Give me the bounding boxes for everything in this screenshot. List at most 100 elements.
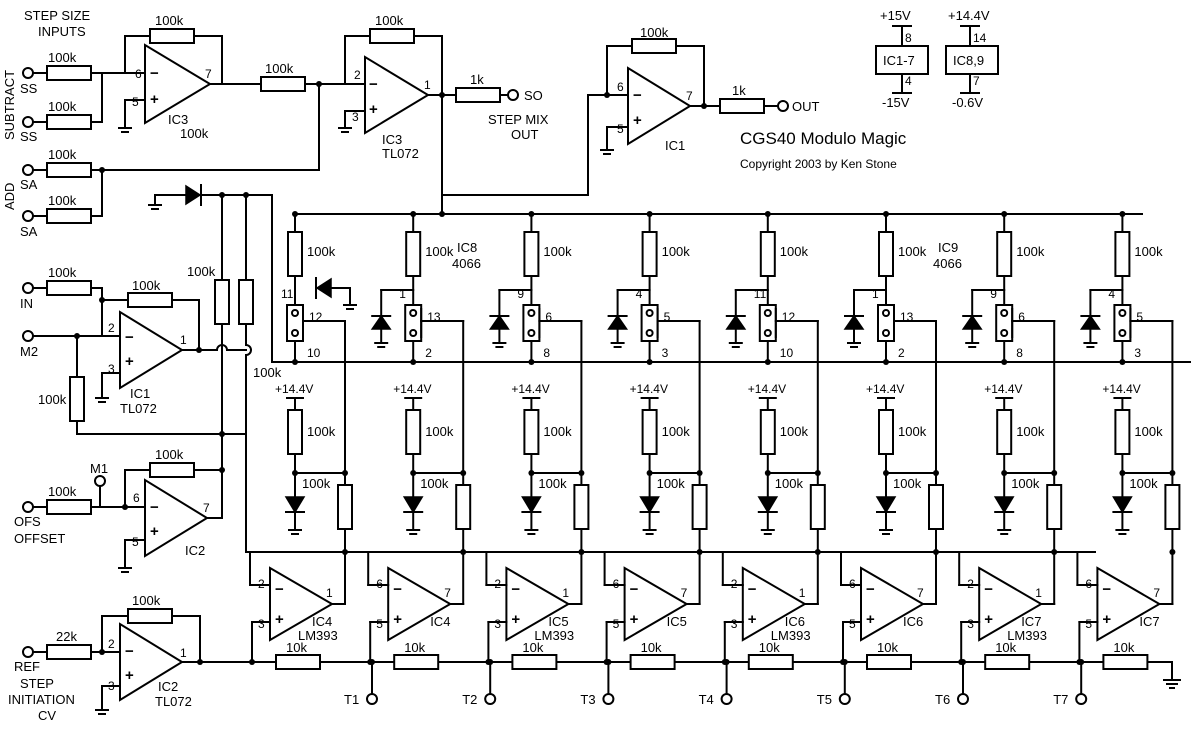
series-value: 100k [420, 476, 449, 491]
pullup-value: 100k [662, 244, 691, 259]
pin: 5 [1085, 617, 1092, 631]
pin: 3 [967, 617, 974, 631]
rail-label: +14.4V [275, 382, 313, 396]
junction-dot [1076, 659, 1083, 665]
pin: 3 [258, 617, 265, 631]
label-cv: CV [38, 708, 56, 723]
pin: 3 [108, 679, 115, 693]
ic9-label: IC9 [938, 240, 958, 255]
ic1a-type: TL072 [120, 401, 157, 416]
switch-contact [1000, 329, 1009, 337]
rail-label: +14.4V [748, 382, 786, 396]
pin: 3 [731, 617, 738, 631]
tap-label: T3 [580, 692, 595, 707]
op-minus: − [748, 581, 757, 598]
ladder-value: 10k [759, 640, 780, 655]
r-m2-value: 100k [38, 392, 67, 407]
switch-pin: 6 [1018, 310, 1025, 324]
comparator-label: IC6 [785, 614, 805, 629]
pullup-value: 100k [425, 244, 454, 259]
label-inputs: INPUTS [38, 24, 86, 39]
output-resistor [573, 484, 590, 530]
tap-terminal [602, 693, 615, 705]
tap-terminal [957, 693, 969, 705]
pin: 5 [613, 617, 620, 631]
r-ic1a-fb-value: 100k [132, 278, 161, 293]
r-ref-value: 22k [56, 629, 77, 644]
label-step-mix: STEP MIX [488, 112, 549, 127]
op-minus: − [511, 581, 520, 598]
label-ofs: OFS [14, 514, 41, 529]
op-plus: + [150, 523, 159, 540]
op-minus: − [150, 499, 159, 516]
junction-dot [578, 470, 585, 476]
diode [993, 496, 1015, 514]
output-resistor [809, 484, 826, 530]
op-minus: − [369, 76, 378, 93]
rail-label: +14.4V [511, 382, 549, 396]
power-ic8-9: IC8,9 [953, 53, 984, 68]
ic3b-label: IC3 [382, 132, 402, 147]
r-so-value: 1k [470, 72, 484, 87]
pullup-resistor [405, 231, 422, 277]
static-wiring [22, 25, 1191, 715]
pullup-resistor [641, 409, 658, 455]
pin: 7 [1153, 586, 1160, 600]
label-ref: REF [14, 659, 40, 674]
pullup-value: 100k [1016, 244, 1045, 259]
junction-dot [958, 659, 965, 665]
pullup-value: 100k [662, 424, 691, 439]
pullup-resistor [523, 409, 540, 455]
pullup-resistor [523, 231, 540, 277]
pin: 1 [799, 586, 806, 600]
switch-pin: 1 [399, 287, 406, 301]
switch-pin: 8 [543, 346, 550, 360]
pin: 7 [205, 67, 212, 81]
pullup-resistor [878, 231, 894, 277]
r-bias-1-value: 100k [187, 264, 216, 279]
pullup-value: 100k [1016, 424, 1045, 439]
ladder-value: 10k [522, 640, 543, 655]
switch-contact [527, 309, 536, 317]
pin: 1 [326, 586, 333, 600]
pullup-resistor [287, 409, 303, 455]
label-ss-2: SS [20, 129, 38, 144]
junction-dot [933, 470, 939, 476]
r-ic3a-fb-value: 100k [155, 13, 184, 28]
op-minus: − [630, 581, 639, 598]
comparator [387, 566, 453, 642]
pin: 5 [132, 535, 139, 549]
junction-dot [1169, 470, 1176, 476]
ic8-type: 4066 [452, 256, 481, 271]
tap-label: T1 [344, 692, 359, 707]
ladder-value: 10k [877, 640, 898, 655]
ladder-value: 10k [641, 640, 662, 655]
switch-pin: 9 [990, 287, 997, 301]
r-in-value: 100k [48, 265, 77, 280]
pullup-resistor [878, 409, 894, 455]
junction-dot [814, 470, 821, 476]
pin: 7 [444, 586, 451, 600]
junction-dot [1051, 470, 1058, 476]
label-step-size: STEP SIZE [24, 8, 91, 23]
switch-pin: 10 [780, 346, 794, 360]
diode [402, 496, 424, 514]
junction-dot [410, 359, 417, 365]
pin: 1 [1035, 586, 1042, 600]
r-mix-value: 100k [265, 61, 294, 76]
tap-label: T5 [817, 692, 832, 707]
pullup-resistor [759, 231, 776, 277]
pullup-value: 100k [543, 244, 572, 259]
op-minus: − [125, 329, 134, 346]
ic2b-type: TL072 [155, 694, 192, 709]
op-plus: + [125, 667, 134, 684]
switch-pin: 2 [898, 346, 905, 360]
output-resistor [1046, 484, 1063, 530]
tap-terminal [838, 693, 851, 705]
switch-pin: 10 [307, 346, 321, 360]
junction-dot [528, 359, 535, 365]
label-out: OUT [792, 99, 820, 114]
pullup-value: 100k [898, 244, 927, 259]
junction-dot [764, 359, 771, 365]
